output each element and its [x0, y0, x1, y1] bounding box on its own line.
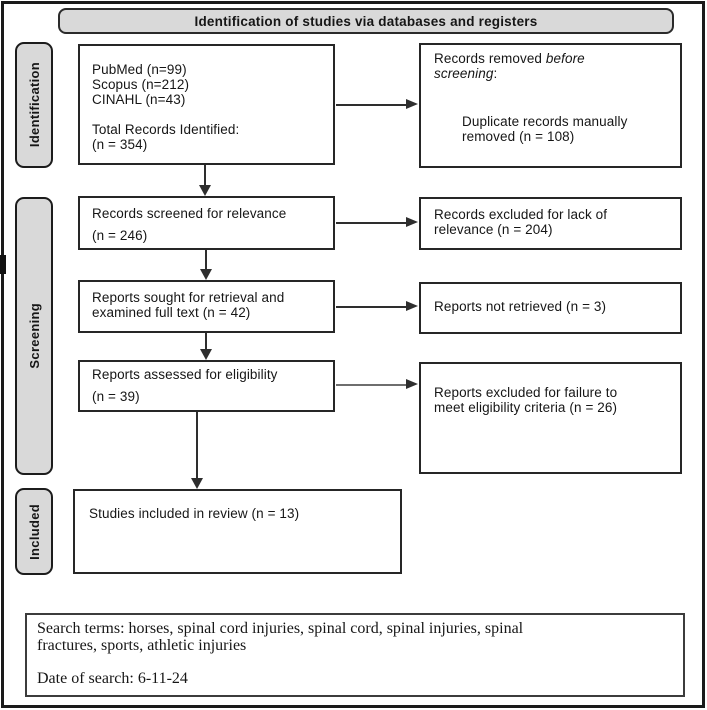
reports-assessed-count: (n = 39) [92, 389, 140, 404]
flow-box-records-screened: Records screened for relevance (n = 246) [78, 196, 335, 250]
left-border-tick-artifact [0, 255, 6, 274]
arrow-assessed-to-excluded-stem [336, 384, 408, 386]
arrow-identified-to-screened-head [199, 185, 211, 196]
arrow-screened-to-excluded-head [406, 217, 418, 227]
arrow-sought-to-assessed-stem [205, 333, 207, 350]
diagram-title: Identification of studies via databases … [194, 13, 538, 29]
stage-label-identification-text: Identification [26, 62, 42, 148]
records-excluded-line2: relevance (n = 204) [434, 222, 553, 237]
arrow-identified-to-removed-head [406, 99, 418, 109]
arrow-sought-to-assessed-head [200, 349, 212, 360]
reports-excluded-eligibility-line2: meet eligibility criteria (n = 26) [434, 400, 618, 415]
stage-label-screening: Screening [15, 197, 53, 475]
arrow-sought-to-notretrieved-head [406, 301, 418, 311]
database-count-pubmed: PubMed (n=99) [92, 62, 187, 77]
records-removed-line2-italic: screening [434, 66, 494, 81]
flow-box-records-removed: Records removed before screening: Duplic… [419, 43, 682, 168]
search-terms-line1: Search terms: horses, spinal cord injuri… [37, 620, 524, 637]
reports-sought-line2: examined full text (n = 42) [92, 305, 251, 320]
arrow-screened-to-sought-stem [205, 250, 207, 270]
stage-label-included-text: Included [26, 503, 42, 560]
database-count-cinahl: CINAHL (n=43) [92, 92, 186, 107]
reports-sought-line1: Reports sought for retrieval and [92, 290, 285, 305]
records-excluded-line1: Records excluded for lack of [434, 207, 608, 222]
records-screened-line1: Records screened for relevance [92, 206, 287, 221]
records-removed-line1-normal: Records removed [434, 51, 546, 66]
stage-label-included: Included [15, 488, 53, 575]
reports-assessed-line1: Reports assessed for eligibility [92, 367, 278, 382]
reports-not-retrieved-line: Reports not retrieved (n = 3) [434, 299, 607, 314]
reports-excluded-eligibility-line1: Reports excluded for failure to [434, 385, 618, 400]
blank-line [92, 107, 325, 122]
database-count-scopus: Scopus (n=212) [92, 77, 190, 92]
stage-label-screening-text: Screening [26, 303, 42, 369]
duplicates-removed-detail: Duplicate records manually removed (n = … [462, 114, 628, 144]
stage-label-identification: Identification [15, 42, 53, 168]
flow-box-records-identified: PubMed (n=99) Scopus (n=212) CINAHL (n=4… [78, 44, 335, 165]
flow-box-reports-sought: Reports sought for retrieval and examine… [78, 280, 335, 333]
records-removed-line2: screening: [434, 66, 672, 81]
flow-box-reports-excluded-eligibility: Reports excluded for failure to meet eli… [419, 362, 682, 474]
arrow-identified-to-removed-stem [336, 104, 408, 106]
records-removed-line1: Records removed before [434, 51, 672, 66]
diagram-title-banner: Identification of studies via databases … [58, 8, 674, 34]
total-records-label: Total Records Identified: [92, 122, 240, 137]
records-removed-line1-italic: before [545, 51, 585, 66]
arrow-assessed-to-excluded-head [406, 379, 418, 389]
records-removed-line2-colon: : [493, 66, 498, 81]
arrow-assessed-to-included-head [191, 478, 203, 489]
date-of-search: Date of search: 6-11-24 [37, 670, 188, 687]
arrow-sought-to-notretrieved-stem [336, 306, 408, 308]
arrow-identified-to-screened-stem [204, 165, 206, 186]
search-terms-line2: fractures, sports, athletic injuries [37, 637, 247, 654]
studies-included-line: Studies included in review (n = 13) [89, 506, 300, 521]
records-screened-count: (n = 246) [92, 228, 148, 243]
total-records-value: (n = 354) [92, 137, 148, 152]
flow-box-studies-included: Studies included in review (n = 13) [73, 489, 402, 574]
flow-box-records-excluded-relevance: Records excluded for lack of relevance (… [419, 197, 682, 250]
arrow-screened-to-excluded-stem [336, 222, 408, 224]
search-terms-box: Search terms: horses, spinal cord injuri… [25, 613, 685, 697]
arrow-assessed-to-included-stem [196, 412, 198, 479]
flow-box-reports-assessed: Reports assessed for eligibility (n = 39… [78, 360, 335, 412]
flow-box-reports-not-retrieved: Reports not retrieved (n = 3) [419, 282, 682, 334]
arrow-screened-to-sought-head [200, 269, 212, 280]
